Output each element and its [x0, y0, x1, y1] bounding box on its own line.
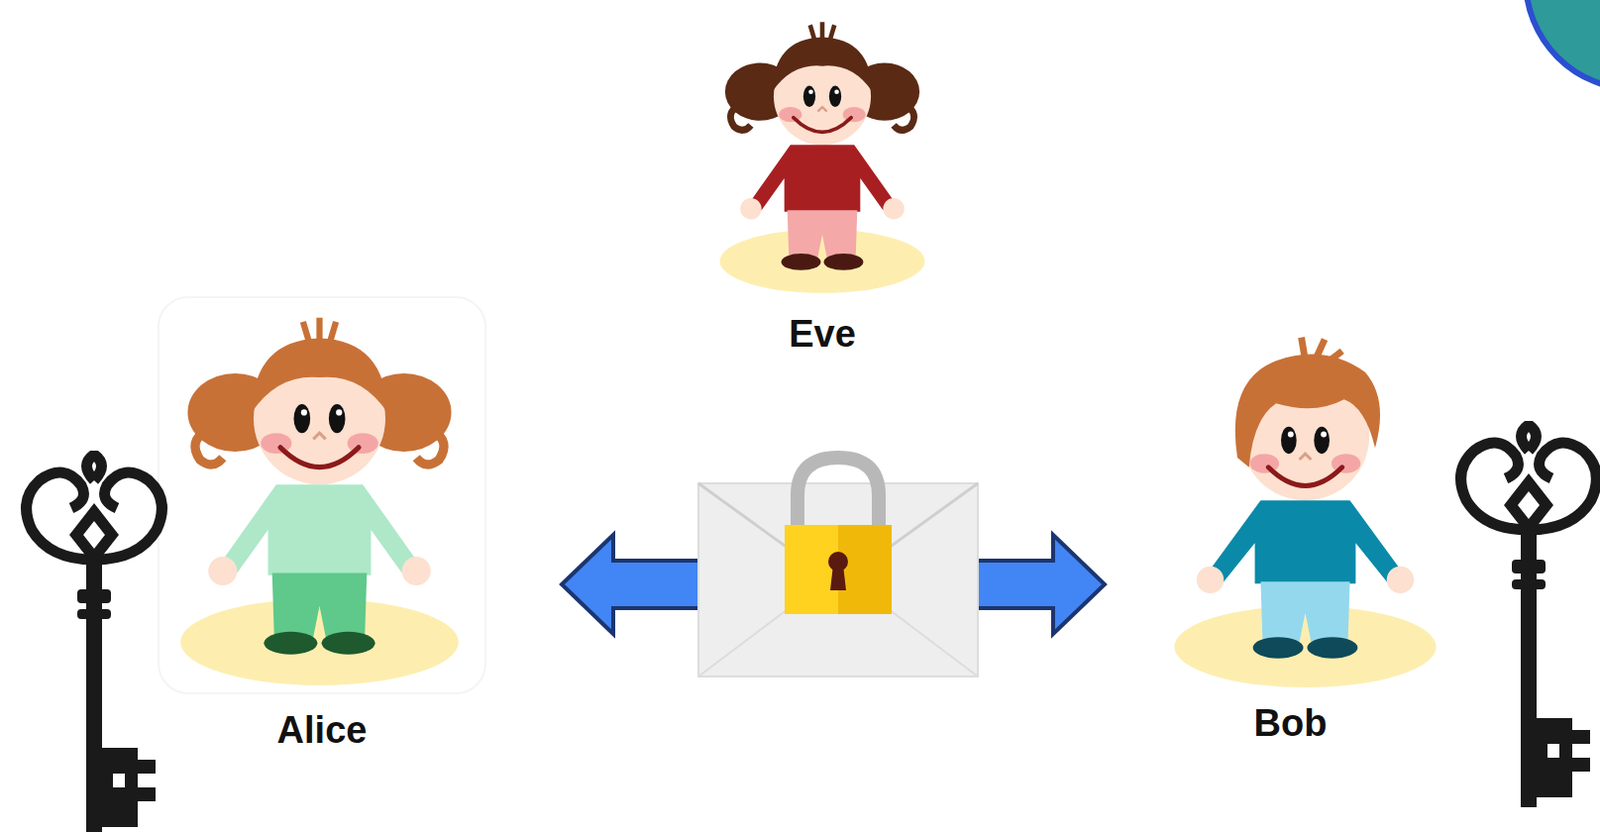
- left-key: [26, 454, 163, 832]
- person-node: Alice: [163, 297, 562, 763]
- person-node: Bob: [1104, 326, 1482, 753]
- person-name: Bob: [1104, 701, 1477, 746]
- person-name: Alice: [163, 708, 481, 752]
- person-name: Eve: [708, 312, 937, 356]
- alice-figure: [180, 318, 459, 686]
- sticker-background: [158, 297, 486, 694]
- bob-figure: [1173, 337, 1436, 688]
- corner-logo: [1525, 0, 1600, 90]
- eve-figure: [720, 21, 926, 294]
- right-key: [1461, 425, 1598, 808]
- person-node: Eve: [708, 4, 937, 362]
